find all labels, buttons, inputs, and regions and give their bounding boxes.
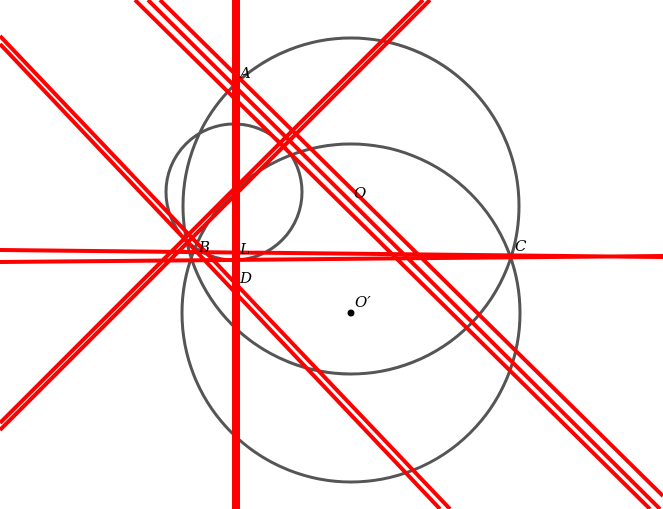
point-o-prime <box>347 309 355 317</box>
diagonal-line-through-a-c-double <box>146 0 662 509</box>
diagonal-line-through-b-rising-double <box>0 0 425 425</box>
label-point-c: C <box>515 237 527 255</box>
label-point-o-prime: O′ <box>355 293 371 311</box>
label-point-a: A <box>238 64 251 82</box>
label-point-l: L <box>239 240 250 258</box>
diagonal-line-through-a-c <box>133 0 652 509</box>
diagonal-line-through-b-rising <box>0 0 432 432</box>
label-point-d: D <box>239 269 252 287</box>
diagonal-line-through-b-falling <box>0 34 452 509</box>
label-point-b: B <box>198 238 210 256</box>
circle-center-o-prime <box>180 142 522 484</box>
diagonal-line-through-a-c-triple <box>158 0 663 498</box>
circle-center-o <box>181 36 521 376</box>
diagonal-line-through-b-falling-double <box>0 42 442 509</box>
horizontal-line-double <box>0 254 663 264</box>
label-point-o: O <box>354 184 366 202</box>
